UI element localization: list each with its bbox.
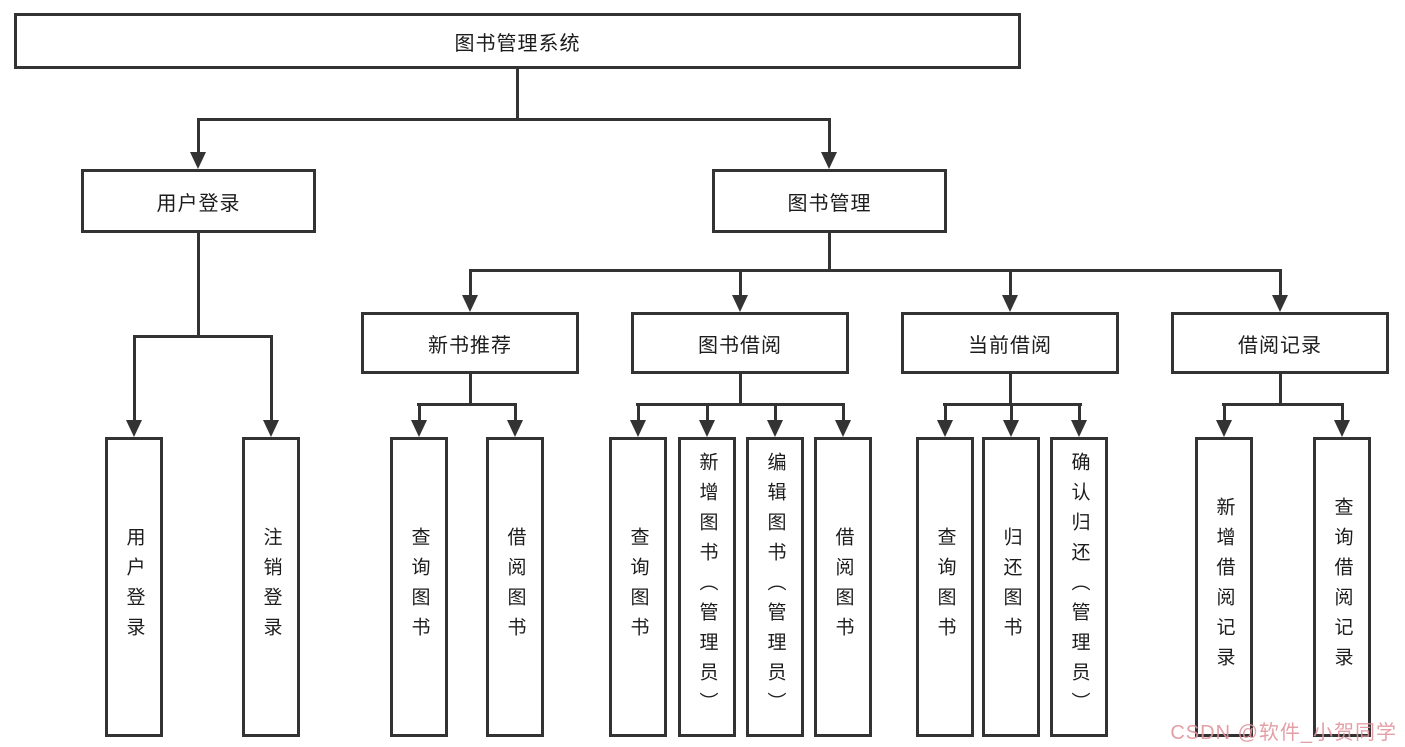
node-new-book-recommendation: 新书推荐 [361, 312, 579, 374]
node-current-borrowing: 当前借阅 [901, 312, 1119, 374]
root-node-label: 图书管理系统 [454, 32, 581, 55]
connector-line [270, 335, 273, 420]
arrow-down [263, 420, 279, 437]
connector-line [1341, 403, 1344, 420]
connector-line [418, 403, 421, 420]
connector-line [133, 335, 273, 338]
connector-line [197, 118, 200, 153]
leaf-add-books-admin: 新增图书（管理员） [678, 437, 736, 737]
arrow-down [462, 295, 478, 312]
node-label: 图书借阅 [698, 334, 782, 357]
connector-line [637, 403, 640, 420]
connector-line [514, 403, 517, 420]
leaf-return-books: 归还图书 [982, 437, 1040, 737]
arrow-down [1071, 420, 1087, 437]
node-label: 用户登录 [156, 192, 241, 215]
node-label: 当前借阅 [968, 334, 1052, 357]
leaf-label: 借阅图书 [832, 527, 854, 647]
node-book-management: 图书管理 [712, 169, 947, 233]
leaf-label: 编辑图书（管理员） [764, 452, 786, 722]
connector-line [739, 269, 742, 296]
connector-line [469, 269, 472, 296]
connector-line [1009, 374, 1012, 405]
connector-line [1222, 403, 1344, 406]
connector-line [774, 403, 777, 420]
leaf-edit-books-admin: 编辑图书（管理员） [746, 437, 804, 737]
node-book-borrowing: 图书借阅 [631, 312, 849, 374]
root-node-library-system: 图书管理系统 [14, 13, 1021, 69]
node-label: 借阅记录 [1238, 334, 1322, 357]
connector-line [739, 374, 742, 405]
arrow-down [1002, 295, 1018, 312]
leaf-label: 新增图书（管理员） [696, 452, 718, 722]
connector-line [1078, 403, 1081, 420]
connector-line [469, 374, 472, 405]
leaf-label: 归还图书 [1000, 527, 1022, 647]
leaf-label: 查询图书 [627, 527, 649, 647]
leaf-label: 借阅图书 [504, 527, 526, 647]
connector-line [944, 403, 947, 420]
leaf-borrow-books-recommend: 借阅图书 [486, 437, 544, 737]
leaf-query-books-borrowing: 查询图书 [609, 437, 667, 737]
arrow-down [732, 295, 748, 312]
arrow-down [190, 152, 206, 169]
arrow-down [835, 420, 851, 437]
arrow-down [821, 152, 837, 169]
arrow-down [1334, 420, 1350, 437]
leaf-query-books-current: 查询图书 [916, 437, 974, 737]
node-label: 图书管理 [787, 192, 872, 215]
leaf-label: 查询借阅记录 [1331, 497, 1353, 677]
connector-line [197, 118, 831, 121]
leaf-logout: 注销登录 [242, 437, 300, 737]
connector-line [469, 269, 1282, 272]
connector-line [706, 403, 709, 420]
node-user-login: 用户登录 [81, 169, 316, 233]
leaf-label: 注销登录 [260, 527, 282, 647]
connector-line [1223, 403, 1226, 420]
leaf-label: 用户登录 [123, 527, 145, 647]
leaf-user-login: 用户登录 [105, 437, 163, 737]
watermark: CSDN @软件_小贺同学 [1170, 722, 1397, 744]
connector-line [197, 233, 200, 337]
leaf-query-books-recommend: 查询图书 [390, 437, 448, 737]
arrow-down [411, 420, 427, 437]
connector-line [1010, 403, 1013, 420]
connector-line [516, 69, 519, 120]
arrow-down [630, 420, 646, 437]
node-borrowing-records: 借阅记录 [1171, 312, 1389, 374]
arrow-down [699, 420, 715, 437]
arrow-down [767, 420, 783, 437]
connector-line [1009, 269, 1012, 296]
leaf-query-borrow-record: 查询借阅记录 [1313, 437, 1371, 737]
arrow-down [1272, 295, 1288, 312]
leaf-add-borrow-record: 新增借阅记录 [1195, 437, 1253, 737]
connector-line [417, 403, 517, 406]
leaf-label: 查询图书 [408, 527, 430, 647]
arrow-down [507, 420, 523, 437]
arrow-down [937, 420, 953, 437]
connector-line [1279, 374, 1282, 405]
connector-line [842, 403, 845, 420]
connector-line [828, 233, 831, 271]
arrow-down [1216, 420, 1232, 437]
node-label: 新书推荐 [428, 334, 512, 357]
connector-line [828, 118, 831, 153]
leaf-label: 新增借阅记录 [1213, 497, 1235, 677]
arrow-down [1003, 420, 1019, 437]
connector-line [1279, 269, 1282, 296]
connector-line [133, 335, 136, 420]
leaf-label: 查询图书 [934, 527, 956, 647]
leaf-confirm-return-admin: 确认归还（管理员） [1050, 437, 1108, 737]
arrow-down [126, 420, 142, 437]
leaf-borrow-books-borrowing: 借阅图书 [814, 437, 872, 737]
leaf-label: 确认归还（管理员） [1068, 452, 1090, 722]
connector-line [636, 403, 845, 406]
